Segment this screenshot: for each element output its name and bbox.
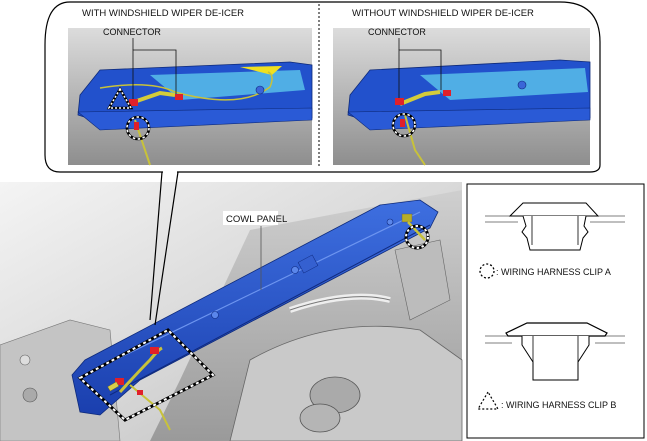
clip-b-diagram	[485, 322, 625, 381]
right-harness-tape	[399, 90, 441, 106]
callout-pointer-gap	[163, 168, 177, 174]
connector-red	[150, 347, 159, 354]
connector-red	[115, 378, 124, 385]
bolt-hole	[22, 387, 38, 403]
left-panel-bolt	[255, 85, 265, 95]
cowl-panel-ridge	[89, 211, 421, 373]
left-inset: CONNECTOR	[68, 27, 313, 166]
cowl-bracket	[297, 254, 319, 274]
wiring-harness-clip-b-marker	[107, 87, 133, 109]
left-harness-tape	[127, 90, 176, 106]
left-panel-title: WITH WINDSHIELD WIPER DE-ICER	[82, 8, 244, 19]
left-cowl-panel-highlight	[150, 70, 305, 100]
legend-clip-b-text: : WIRING HARNESS CLIP B	[501, 400, 616, 410]
left-deicer-terminal	[240, 66, 282, 75]
wiring-harness-clip-a-marker	[126, 116, 150, 140]
left-connector-leader	[132, 49, 177, 99]
wiring-harness-clip-a-marker	[392, 113, 416, 137]
harness-tape	[107, 381, 120, 392]
cowl-panel-label: COWL PANEL	[226, 214, 287, 225]
right-wiring-harness-down	[404, 114, 426, 166]
wiring-harness-clip-a-marker	[405, 225, 429, 249]
hose-outline	[289, 296, 391, 311]
engine-cover-hole	[299, 403, 341, 433]
clip-a-body	[521, 215, 589, 251]
cowl-bolt	[211, 311, 219, 319]
connector-yellow	[401, 213, 413, 223]
right-panel-title: WITHOUT WINDSHIELD WIPER DE-ICER	[352, 8, 534, 19]
left-connector-label: CONNECTOR	[103, 27, 161, 37]
left-connector-2	[175, 94, 183, 100]
wiring-harness	[407, 221, 426, 241]
clip-b-head	[505, 322, 608, 337]
right-clip-connector	[400, 119, 405, 127]
detail-area-frame	[78, 328, 215, 422]
clip-a-head	[508, 202, 600, 217]
legend-clip-a-text: : WIRING HARNESS CLIP A	[496, 267, 611, 277]
main-view: COWL PANEL	[0, 182, 463, 441]
right-connector-2	[443, 90, 451, 96]
legend: : WIRING HARNESS CLIP A : WIRING HARNESS…	[466, 183, 645, 439]
right-connector-label: CONNECTOR	[368, 27, 426, 37]
right-cowl-panel-highlight	[420, 68, 588, 100]
left-clip-connector	[134, 122, 139, 130]
bolt-hole	[19, 354, 31, 366]
cowl-panel-label-bg	[223, 211, 278, 225]
right-connector-leader	[398, 49, 442, 98]
callout-pointer	[149, 171, 179, 326]
left-connector-1	[129, 99, 138, 106]
legend-clip-a-symbol	[479, 263, 495, 279]
clip-a-diagram	[485, 202, 625, 251]
clip-b-body	[521, 336, 590, 381]
right-connector-1	[395, 98, 404, 105]
cowl-panel	[71, 199, 439, 416]
cowl-panel-edge	[109, 224, 431, 396]
legend-clip-b-symbol	[476, 390, 500, 410]
callout-bubble: WITH WINDSHIELD WIPER DE-ICER WITHOUT WI…	[44, 1, 601, 326]
wiring-harness	[118, 346, 163, 394]
right-inset: CONNECTOR	[333, 27, 591, 166]
cowl-bolt	[386, 218, 394, 226]
right-panel-bolt	[517, 80, 527, 90]
connector-red	[137, 390, 143, 395]
cowl-bolt	[291, 266, 299, 274]
left-wiring-harness	[99, 71, 273, 101]
